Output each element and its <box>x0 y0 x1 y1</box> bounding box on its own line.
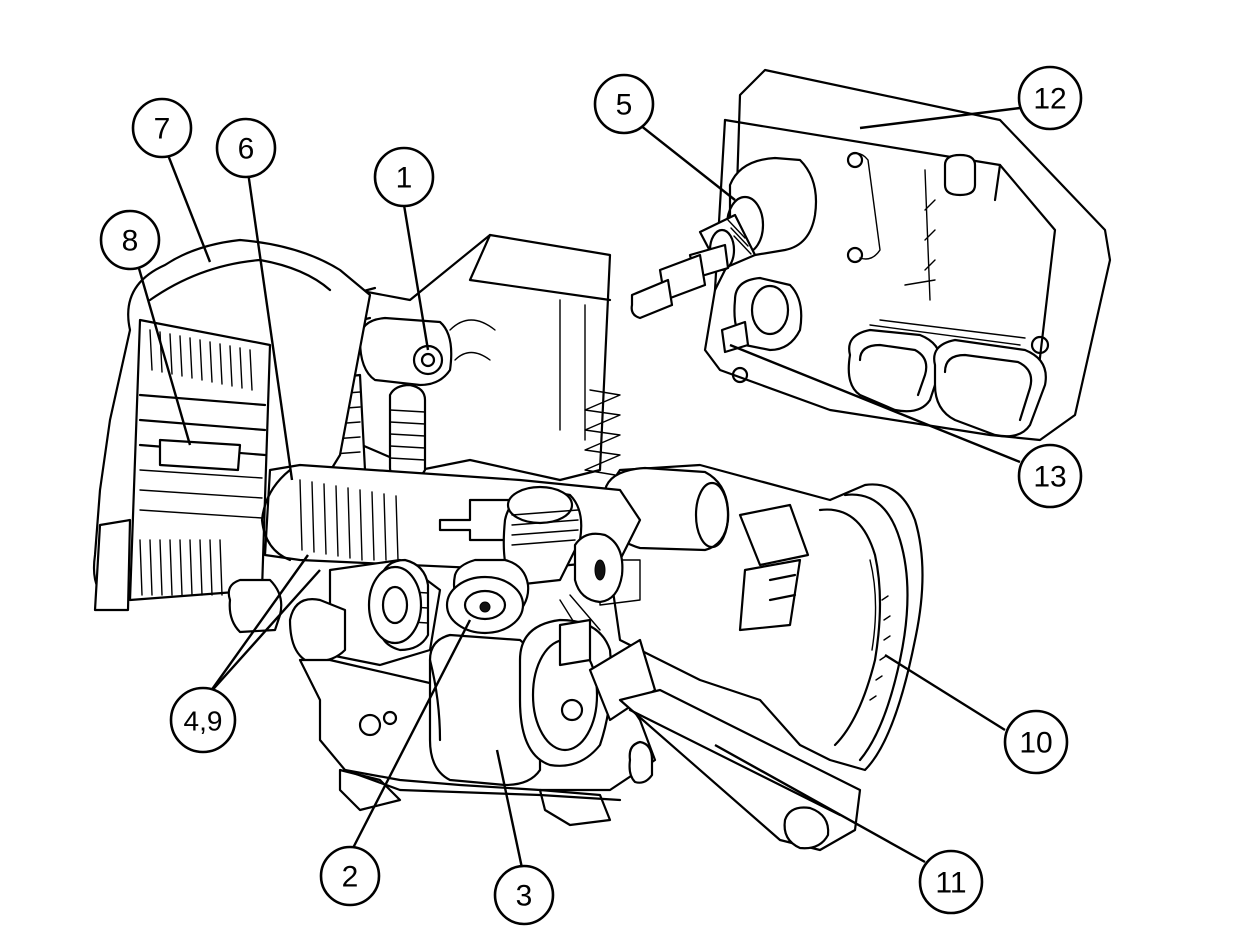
callout-4-9-label: 4,9 <box>184 706 223 737</box>
callout-7: 7 <box>131 97 193 159</box>
callout-11-label: 11 <box>935 867 966 900</box>
callout-7-label: 7 <box>154 113 171 146</box>
callout-11: 11 <box>918 849 984 915</box>
callout-4-9: 4,9 <box>169 686 237 754</box>
callout-1: 1 <box>373 146 435 208</box>
leader-lines <box>136 106 1021 869</box>
callout-5: 5 <box>593 73 655 135</box>
callout-2-label: 2 <box>342 861 359 894</box>
callout-8-label: 8 <box>122 225 139 258</box>
control-module <box>630 68 1112 442</box>
callout-6: 6 <box>215 117 277 179</box>
callout-3-label: 3 <box>516 880 533 913</box>
transmission-housing <box>92 233 924 852</box>
callout-2: 2 <box>319 845 381 907</box>
callout-8: 8 <box>99 209 161 271</box>
callout-1-label: 1 <box>396 162 413 195</box>
callout-10-label: 10 <box>1019 727 1052 760</box>
callout-5-label: 5 <box>616 89 633 122</box>
callout-6-label: 6 <box>238 133 255 166</box>
callout-3: 3 <box>493 864 555 926</box>
callout-13-label: 13 <box>1033 461 1066 494</box>
callout-12: 12 <box>1017 65 1083 131</box>
callout-12-label: 12 <box>1033 83 1066 116</box>
callout-10: 10 <box>1003 709 1069 775</box>
callout-13: 13 <box>1017 443 1083 509</box>
